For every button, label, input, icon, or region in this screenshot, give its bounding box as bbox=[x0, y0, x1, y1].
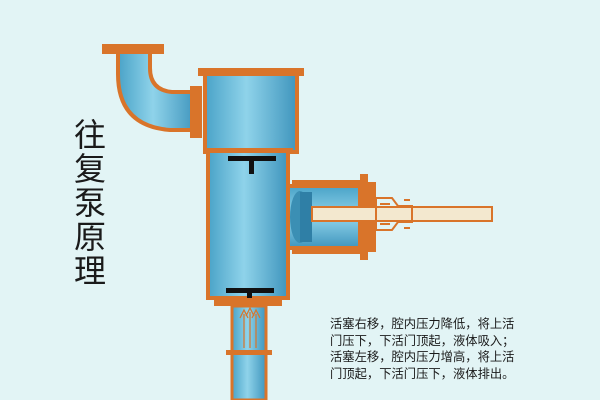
piston-head bbox=[290, 191, 312, 243]
diagram-title: 往复泵原理 bbox=[69, 118, 107, 288]
outlet-elbow-pipe bbox=[102, 44, 198, 132]
suction-pipe bbox=[214, 298, 282, 400]
principle-description: 活塞右移，腔内压力降低，将上活 门压下，下活门顶起，液体吸入； 活塞左移，腔内压… bbox=[330, 317, 515, 381]
middle-flange bbox=[203, 148, 293, 153]
pump-cylinder bbox=[203, 148, 293, 300]
stuffing-box bbox=[375, 197, 413, 231]
bottom-flange bbox=[214, 298, 282, 306]
upper-valve bbox=[228, 156, 276, 174]
fluid-flow-lines bbox=[243, 312, 257, 348]
piston-rod bbox=[311, 197, 493, 231]
top-flange bbox=[198, 68, 304, 76]
upper-chamber bbox=[190, 68, 304, 154]
outlet-flange bbox=[102, 44, 164, 54]
